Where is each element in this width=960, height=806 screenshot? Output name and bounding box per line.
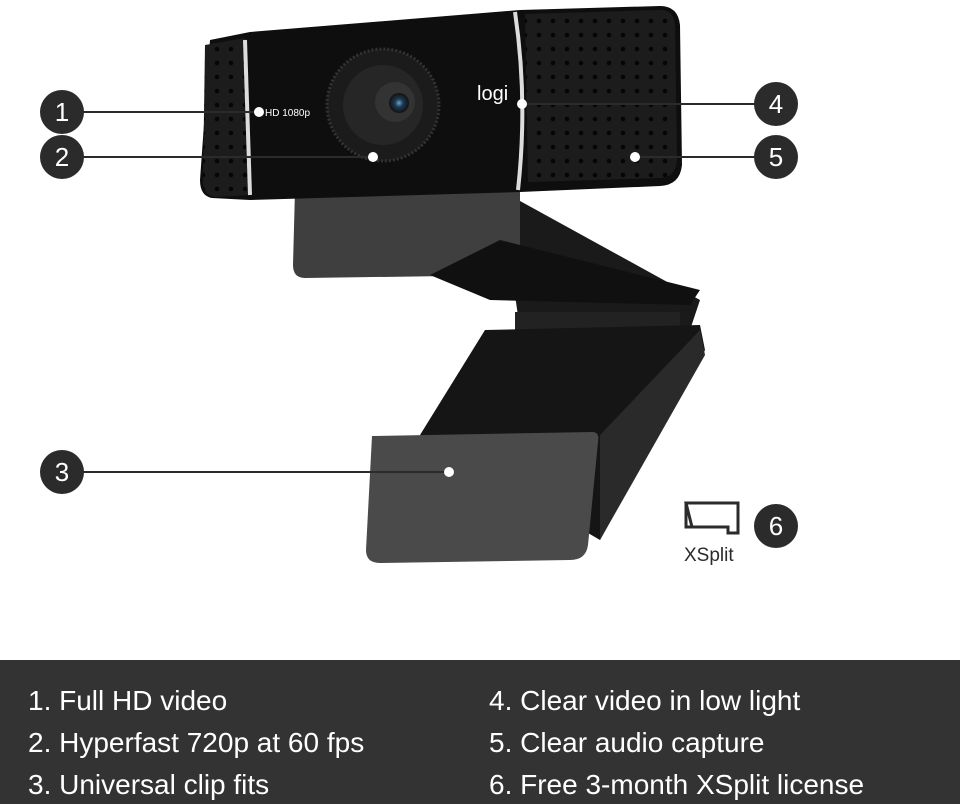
svg-text:4: 4 <box>769 89 783 119</box>
brand-logo: logi <box>477 83 508 105</box>
svg-text:2: 2 <box>55 142 69 172</box>
callout-1: 1 <box>40 90 84 134</box>
feature-list-panel: 1. Full HD video 2. Hyperfast 720p at 60… <box>0 660 960 804</box>
svg-text:1: 1 <box>55 97 69 127</box>
feature-item: 6. Free 3-month XSplit license <box>489 769 865 800</box>
xsplit-logo: XSplit <box>684 501 740 566</box>
callout-4: 4 <box>754 82 798 126</box>
callout-6: 6 <box>754 504 798 548</box>
svg-text:6: 6 <box>769 511 783 541</box>
callout-3: 3 <box>40 450 84 494</box>
feature-column-left: 1. Full HD video 2. Hyperfast 720p at 60… <box>28 680 364 806</box>
webcam-body: logi HD 1080p <box>200 6 682 200</box>
universal-clip <box>293 190 705 563</box>
svg-text:XSplit: XSplit <box>684 545 734 566</box>
callout-dots <box>254 99 640 477</box>
feature-item: 3. Universal clip fits <box>28 769 270 800</box>
callout-2: 2 <box>40 135 84 179</box>
svg-text:5: 5 <box>769 142 783 172</box>
webcam-illustration: logi HD 1080p 1 2 3 4 5 6 XSplit <box>40 6 798 566</box>
feature-item: 4. Clear video in low light <box>489 685 801 716</box>
callout-lines <box>62 103 776 473</box>
feature-column-right: 4. Clear video in low light 5. Clear aud… <box>489 680 864 806</box>
feature-item: 5. Clear audio capture <box>489 727 765 758</box>
feature-item: 2. Hyperfast 720p at 60 fps <box>28 727 365 758</box>
svg-text:3: 3 <box>55 457 69 487</box>
hd-1080p-label: HD 1080p <box>265 108 310 119</box>
feature-item: 1. Full HD video <box>28 685 228 716</box>
callout-5: 5 <box>754 135 798 179</box>
